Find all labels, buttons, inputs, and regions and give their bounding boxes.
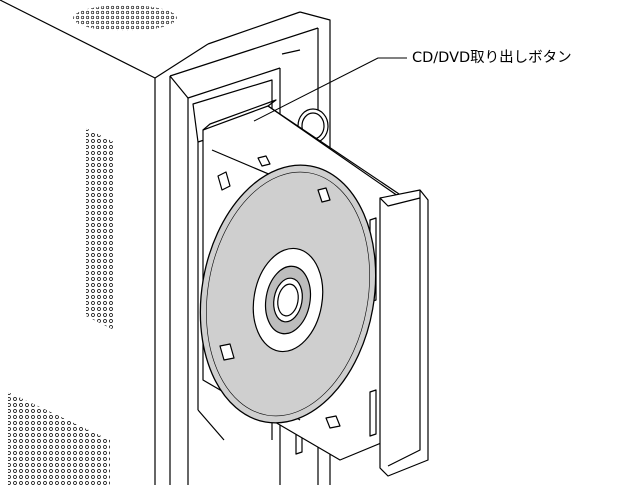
top-vent-grille <box>73 5 177 31</box>
callout-leader-line <box>253 57 407 122</box>
side-vent-grille-upper <box>86 128 114 330</box>
disc-icon <box>199 155 377 429</box>
side-vent-grille-lower <box>8 392 110 485</box>
eject-button-label: CD/DVD取り出しボタン <box>411 48 573 68</box>
